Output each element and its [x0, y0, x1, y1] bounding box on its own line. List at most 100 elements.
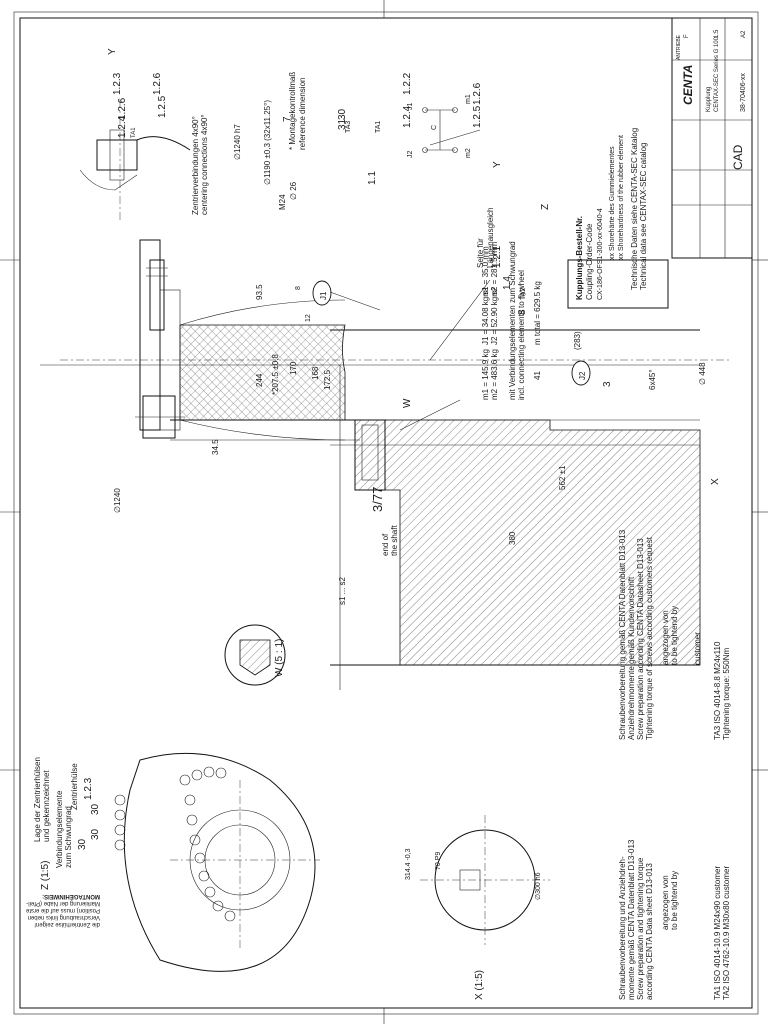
detail-x-view: X (1:5) 314.4 -0,3 70 P9 ∅300 h6	[405, 815, 550, 1000]
z-note: Verbindungselemente	[55, 790, 64, 868]
y-label: 1.2.5	[157, 95, 168, 118]
y-note: Zentrierverbindungen 4x90°	[191, 116, 200, 215]
x-dim: 314.4 -0,3	[405, 848, 412, 880]
company-logo: CENTA	[681, 65, 695, 105]
svg-text:m1: m1	[465, 94, 472, 104]
balloon-text: J1	[319, 291, 328, 300]
dim-text: 41	[533, 371, 542, 380]
svg-text:Schraubenvorbereitung gemäß CE: Schraubenvorbereitung gemäß CENTA Datenb…	[618, 529, 627, 740]
dim-text: 170	[289, 361, 298, 375]
svg-text:TA3 ISO 4014-8.8 M24x110: TA3 ISO 4014-8.8 M24x110	[713, 641, 722, 740]
hub-screw-pocket	[354, 419, 386, 491]
dim-text: 93.5	[255, 284, 264, 300]
screw-notes-left: Schraubenvorbereitung und Anziehdreh- mo…	[618, 839, 731, 1000]
pos-label: 8	[517, 309, 528, 315]
dim-text: 380	[508, 531, 517, 545]
balloon-text: J2	[578, 371, 587, 380]
pos-label: 1.2.2	[402, 72, 413, 95]
balloon-j1	[312, 280, 332, 306]
svg-text:to be tightend by: to be tightend by	[670, 871, 679, 930]
y-title: Y	[107, 48, 118, 55]
svg-text:customer: customer	[693, 632, 702, 665]
diameter-text: ∅1240 h7	[233, 124, 242, 160]
tech-mtotal: m total = 629.5 kg	[533, 281, 542, 345]
z-bolt-circle	[114, 766, 236, 922]
tech-s1: s1 = 35.0 mm	[481, 246, 490, 295]
pos-label: 1.1	[367, 171, 378, 185]
dim-text: 244	[255, 373, 264, 387]
drawing-name: CENTAX-SEC Series G 100	[714, 36, 720, 112]
z-num: 30	[90, 803, 101, 815]
note-reference: reference dimension	[298, 78, 307, 150]
z-label: 1.2.3	[83, 777, 94, 800]
company-tagline: ANTRIEBE	[676, 34, 682, 60]
dim-text: 6x45°	[648, 369, 657, 390]
pos-label: 1.2.4	[402, 105, 413, 128]
svg-text:C: C	[431, 125, 438, 130]
rubber-element	[179, 324, 346, 421]
note-laengen: Längenausgleich	[486, 208, 495, 269]
catalog-note: Technical data see CENTAX-SEC catalog	[639, 143, 648, 290]
diameter-text: ∅ 26	[289, 181, 298, 200]
tech-m2: m2 = 483.6 kg	[490, 349, 499, 400]
y-label: 1.2.6	[117, 97, 128, 120]
tech-j2: J2 = 52.90 kgm²	[490, 287, 499, 345]
svg-text:Position) muss auf die erste: Position) muss auf die erste	[25, 907, 100, 913]
svg-text:J1: J1	[407, 103, 414, 111]
svg-text:TA2 ISO 4762-10.9 M30x80: TA2 ISO 4762-10.9 M30x80 customer	[722, 866, 731, 1000]
pos-label: W	[402, 398, 413, 408]
y-label: 1.2.6	[152, 72, 163, 95]
drawing-name: Kupplung	[706, 87, 712, 112]
pos-label: 7	[282, 116, 293, 122]
y-note: centering connections 4x90°	[200, 114, 209, 215]
x-title: X (1:5)	[474, 970, 485, 1000]
dim-text: 562 ±1	[558, 465, 567, 490]
pos-label: 1.2.6	[472, 82, 483, 105]
dim-text: 34.5	[211, 439, 220, 455]
z-note: Zentrierhülse	[70, 763, 79, 810]
z-title: Z (1:5)	[40, 861, 51, 890]
cad-label: CAD	[731, 144, 745, 170]
pos-label: TA3	[345, 121, 352, 133]
diameter-text: ∅1190 ±0,3 (32x11.25°)	[263, 100, 272, 185]
screw-notes-right: Schraubenvorbereitung gemäß CENTA Datenb…	[618, 529, 731, 740]
note-end-shaft: the shaft	[390, 525, 399, 556]
pos-label: TA1	[375, 121, 382, 133]
diameter-text: ∅1240	[113, 488, 122, 513]
thread-text: M24	[278, 194, 287, 210]
svg-text:angezogen von: angezogen von	[661, 875, 670, 930]
scale: 1:5	[714, 29, 720, 38]
svg-text:Verschraubung links neben: Verschraubung links neben	[28, 914, 100, 920]
main-section-view: 244 *207.5 ±0,8 170 93.5 12 8 168 172.5 …	[40, 72, 730, 690]
y-label: TA1	[131, 127, 137, 138]
z-num: 30	[77, 838, 88, 850]
pos-label: 1.4	[502, 276, 513, 290]
pos-label: Z	[540, 204, 551, 210]
order-code: CX-186-OFS1-300-xx-6040-4	[597, 208, 604, 300]
tech-m1: m1 = 145.9 kg	[481, 349, 490, 400]
y-label: 1.2.4	[117, 115, 128, 138]
diameter-text: ∅ 448	[698, 362, 707, 385]
svg-text:to be tightend by: to be tightend by	[670, 606, 679, 665]
svg-text:according CENTA Data sheet D13: according CENTA Data sheet D13-013	[645, 863, 654, 1000]
s-label: s1 ... s2	[338, 576, 347, 605]
svg-text:Markierung der Nabe (Pfeil-: Markierung der Nabe (Pfeil-	[26, 900, 100, 906]
shore-note: xx Shorehärte des Gummielementes	[609, 146, 616, 260]
w-title: W (5 : 1)	[274, 639, 285, 677]
svg-text:Screw preparation according CE: Screw preparation according CENTA Datash…	[636, 538, 645, 740]
note-seite: Seite für	[476, 238, 485, 268]
z-num: 30	[90, 828, 101, 840]
svg-text:Tightening torque of screws ac: Tightening torque of screws according cu…	[645, 536, 654, 740]
z-note: und gekennzeichnet	[42, 770, 51, 842]
svg-text:momente gemäß CENTA Datenblatt: momente gemäß CENTA Datenblatt D13-013	[627, 839, 636, 1000]
z-outline	[123, 752, 316, 972]
w-circle	[224, 624, 286, 686]
z-montage-note: MONTAGEHINWEIS: Markierung der Nabe (Pfe…	[25, 893, 100, 927]
technical-data-block: m1 = 145.9 kg m2 = 483.6 kg J1 = 34.08 k…	[407, 94, 669, 400]
dim-text: (283)	[573, 331, 582, 350]
detail-y-view: Y 1.2.3 1.2.6 1.2.4 TA1 1.2.6 1.2.5 Zent…	[79, 48, 209, 220]
svg-text:Tightening torque: 550Nm: Tightening torque: 550Nm	[722, 647, 731, 740]
